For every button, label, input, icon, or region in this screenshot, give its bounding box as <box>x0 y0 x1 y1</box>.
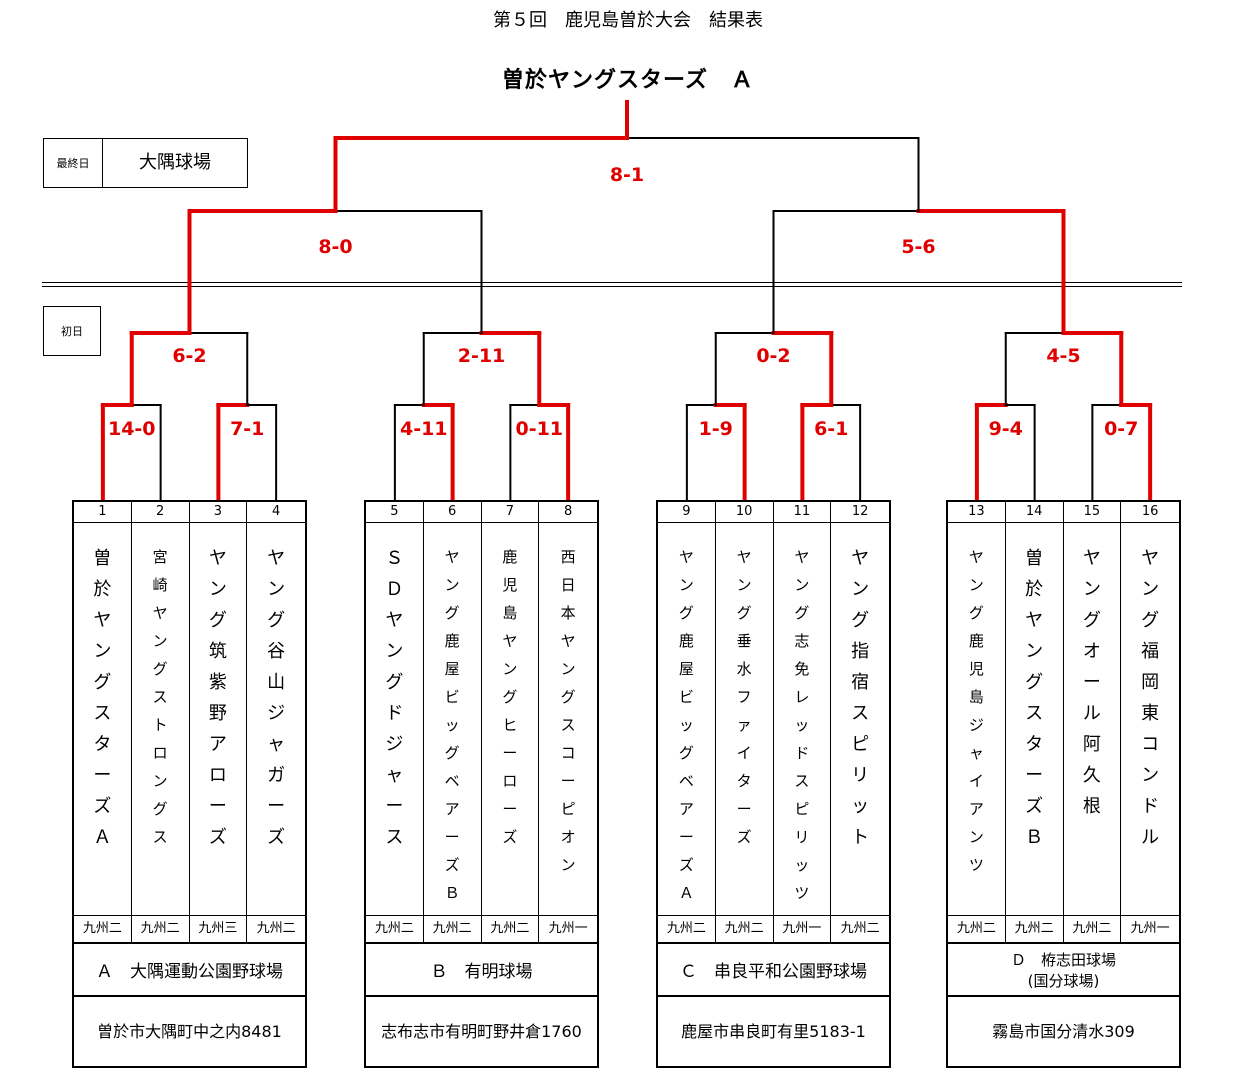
match-score: 0-7 <box>1104 418 1138 440</box>
match-score: 14-0 <box>108 418 156 440</box>
team-number: 13 <box>948 502 1006 523</box>
venue-group: 13ヤング鹿児島ジャイアンツヤング鹿児島ジャイアンツ九州二14曽於ヤングスターズ… <box>946 500 1181 1068</box>
team-name: ヤング鹿屋ビッグベアーズＢヤング鹿屋ビッグベアーズＢ <box>424 523 482 915</box>
match-score: 5-6 <box>901 236 935 258</box>
team-league: 九州一 <box>539 915 597 942</box>
venue-name: Ｂ 有明球場 <box>366 942 597 997</box>
team-number: 11 <box>773 502 832 523</box>
venue-title: Ｄ 栫志田球場 <box>1010 950 1116 969</box>
team-name: 鹿児島ヤングヒーローズ鹿児島ヤングヒーローズ <box>482 523 540 915</box>
team-name: ヤング筑紫野アローズヤング筑紫野アローズ <box>190 523 248 915</box>
venue-group: 9ヤング鹿屋ビッグベアーズＡヤング鹿屋ビッグベアーズＡ九州二10ヤング垂水ファイ… <box>656 500 891 1068</box>
team-number: 4 <box>247 502 305 523</box>
team-name: ヤング谷山ジャガーズヤング谷山ジャガーズ <box>267 548 286 848</box>
final-day-label: 最終日 <box>43 138 103 188</box>
final-day-box: 最終日 大隅球場 <box>43 138 248 188</box>
venue-group: 5ＳＤヤングドジャースＳＤヤングドジャース九州二6ヤング鹿屋ビッグベアーズＢヤン… <box>364 500 599 1068</box>
day-separator <box>42 282 1182 283</box>
team-league: 九州二 <box>658 915 716 942</box>
team-number: 8 <box>539 502 597 523</box>
team-league: 九州二 <box>715 915 774 942</box>
day-separator <box>42 286 1182 287</box>
team-name: ヤング指宿スピリットヤング指宿スピリット <box>851 548 870 848</box>
champion-name: 曽於ヤングスターズ Ａ <box>502 68 754 93</box>
match-score: 9-4 <box>989 418 1023 440</box>
page-title: 第５回 鹿児島曽於大会 結果表 <box>493 10 763 31</box>
team-number: 2 <box>131 502 190 523</box>
match-score: 4-11 <box>400 418 448 440</box>
match-score: 1-9 <box>699 418 733 440</box>
team-number: 15 <box>1063 502 1122 523</box>
team-league: 九州二 <box>366 915 424 942</box>
match-score: 0-11 <box>515 418 563 440</box>
venue-name: Ｄ 栫志田球場 (国分球場) <box>948 942 1179 997</box>
match-score: 6-2 <box>172 345 206 367</box>
team-name: 曽於ヤングスターズＢ曽於ヤングスターズＢ <box>1006 523 1064 915</box>
team-number: 7 <box>481 502 540 523</box>
match-score: 0-2 <box>756 345 790 367</box>
venue-name: Ａ 大隅運動公園野球場 <box>74 942 305 997</box>
team-number: 1 <box>74 502 132 523</box>
first-day-label: 初日 <box>43 306 101 356</box>
match-score: 8-0 <box>318 236 352 258</box>
venue-title: Ｃ 串良平和公園野球場 <box>680 962 867 982</box>
team-league: 九州二 <box>74 915 132 942</box>
team-league: 九州一 <box>773 915 832 942</box>
venue-group: 1曽於ヤングスターズＡ曽於ヤングスターズＡ九州二2宮崎ヤングストロングス宮崎ヤン… <box>72 500 307 1068</box>
team-name: 宮崎ヤングストロングス宮崎ヤングストロングス <box>132 523 190 915</box>
team-number: 9 <box>658 502 716 523</box>
team-name: 曽於ヤングスターズＡ曽於ヤングスターズＡ <box>74 523 132 915</box>
team-number: 6 <box>423 502 482 523</box>
team-number: 3 <box>189 502 248 523</box>
team-league: 九州二 <box>481 915 540 942</box>
team-league: 九州二 <box>831 915 889 942</box>
venue-title: Ｂ 有明球場 <box>430 962 533 982</box>
venue-title: Ａ 大隅運動公園野球場 <box>96 962 283 982</box>
venue-address: 霧島市国分清水309 <box>992 1022 1135 1041</box>
match-score: 2-11 <box>458 345 506 367</box>
team-league: 九州二 <box>1063 915 1122 942</box>
final-day-venue: 大隅球場 <box>139 152 211 173</box>
team-league: 九州二 <box>1005 915 1064 942</box>
team-number: 16 <box>1121 502 1179 523</box>
team-number: 12 <box>831 502 889 523</box>
team-league: 九州二 <box>948 915 1006 942</box>
team-name: 西日本ヤングスコーピオン西日本ヤングスコーピオン <box>560 548 576 874</box>
team-name: ヤング鹿屋ビッグベアーズＡヤング鹿屋ビッグベアーズＡ <box>658 523 716 915</box>
team-league: 九州一 <box>1121 915 1179 942</box>
team-number: 10 <box>715 502 774 523</box>
venue-address: 曽於市大隅町中之内8481 <box>97 1022 282 1041</box>
team-name: ヤング垂水ファイターズヤング垂水ファイターズ <box>716 523 774 915</box>
team-number: 14 <box>1005 502 1064 523</box>
team-league: 九州二 <box>423 915 482 942</box>
team-name: ヤングオール阿久根ヤングオール阿久根 <box>1064 523 1122 915</box>
venue-address: 鹿屋市串良町有里5183-1 <box>681 1022 866 1041</box>
team-league: 九州三 <box>189 915 248 942</box>
team-league: 九州二 <box>131 915 190 942</box>
team-name: ヤング鹿児島ジャイアンツヤング鹿児島ジャイアンツ <box>948 523 1006 915</box>
venue-address: 志布志市有明町野井倉1760 <box>381 1022 582 1041</box>
team-name: ＳＤヤングドジャースＳＤヤングドジャース <box>366 523 424 915</box>
venue-name: Ｃ 串良平和公園野球場 <box>658 942 889 997</box>
venue-subtitle: (国分球場) <box>1027 971 1100 990</box>
match-score: 8-1 <box>610 164 644 186</box>
team-number: 5 <box>366 502 424 523</box>
team-league: 九州二 <box>247 915 305 942</box>
match-score: 4-5 <box>1046 345 1080 367</box>
team-name: ヤング福岡東コンドルヤング福岡東コンドル <box>1141 548 1160 848</box>
match-score: 6-1 <box>814 418 848 440</box>
team-name: ヤング志免レッドスピリッツヤング志免レッドスピリッツ <box>774 523 832 915</box>
match-score: 7-1 <box>230 418 264 440</box>
